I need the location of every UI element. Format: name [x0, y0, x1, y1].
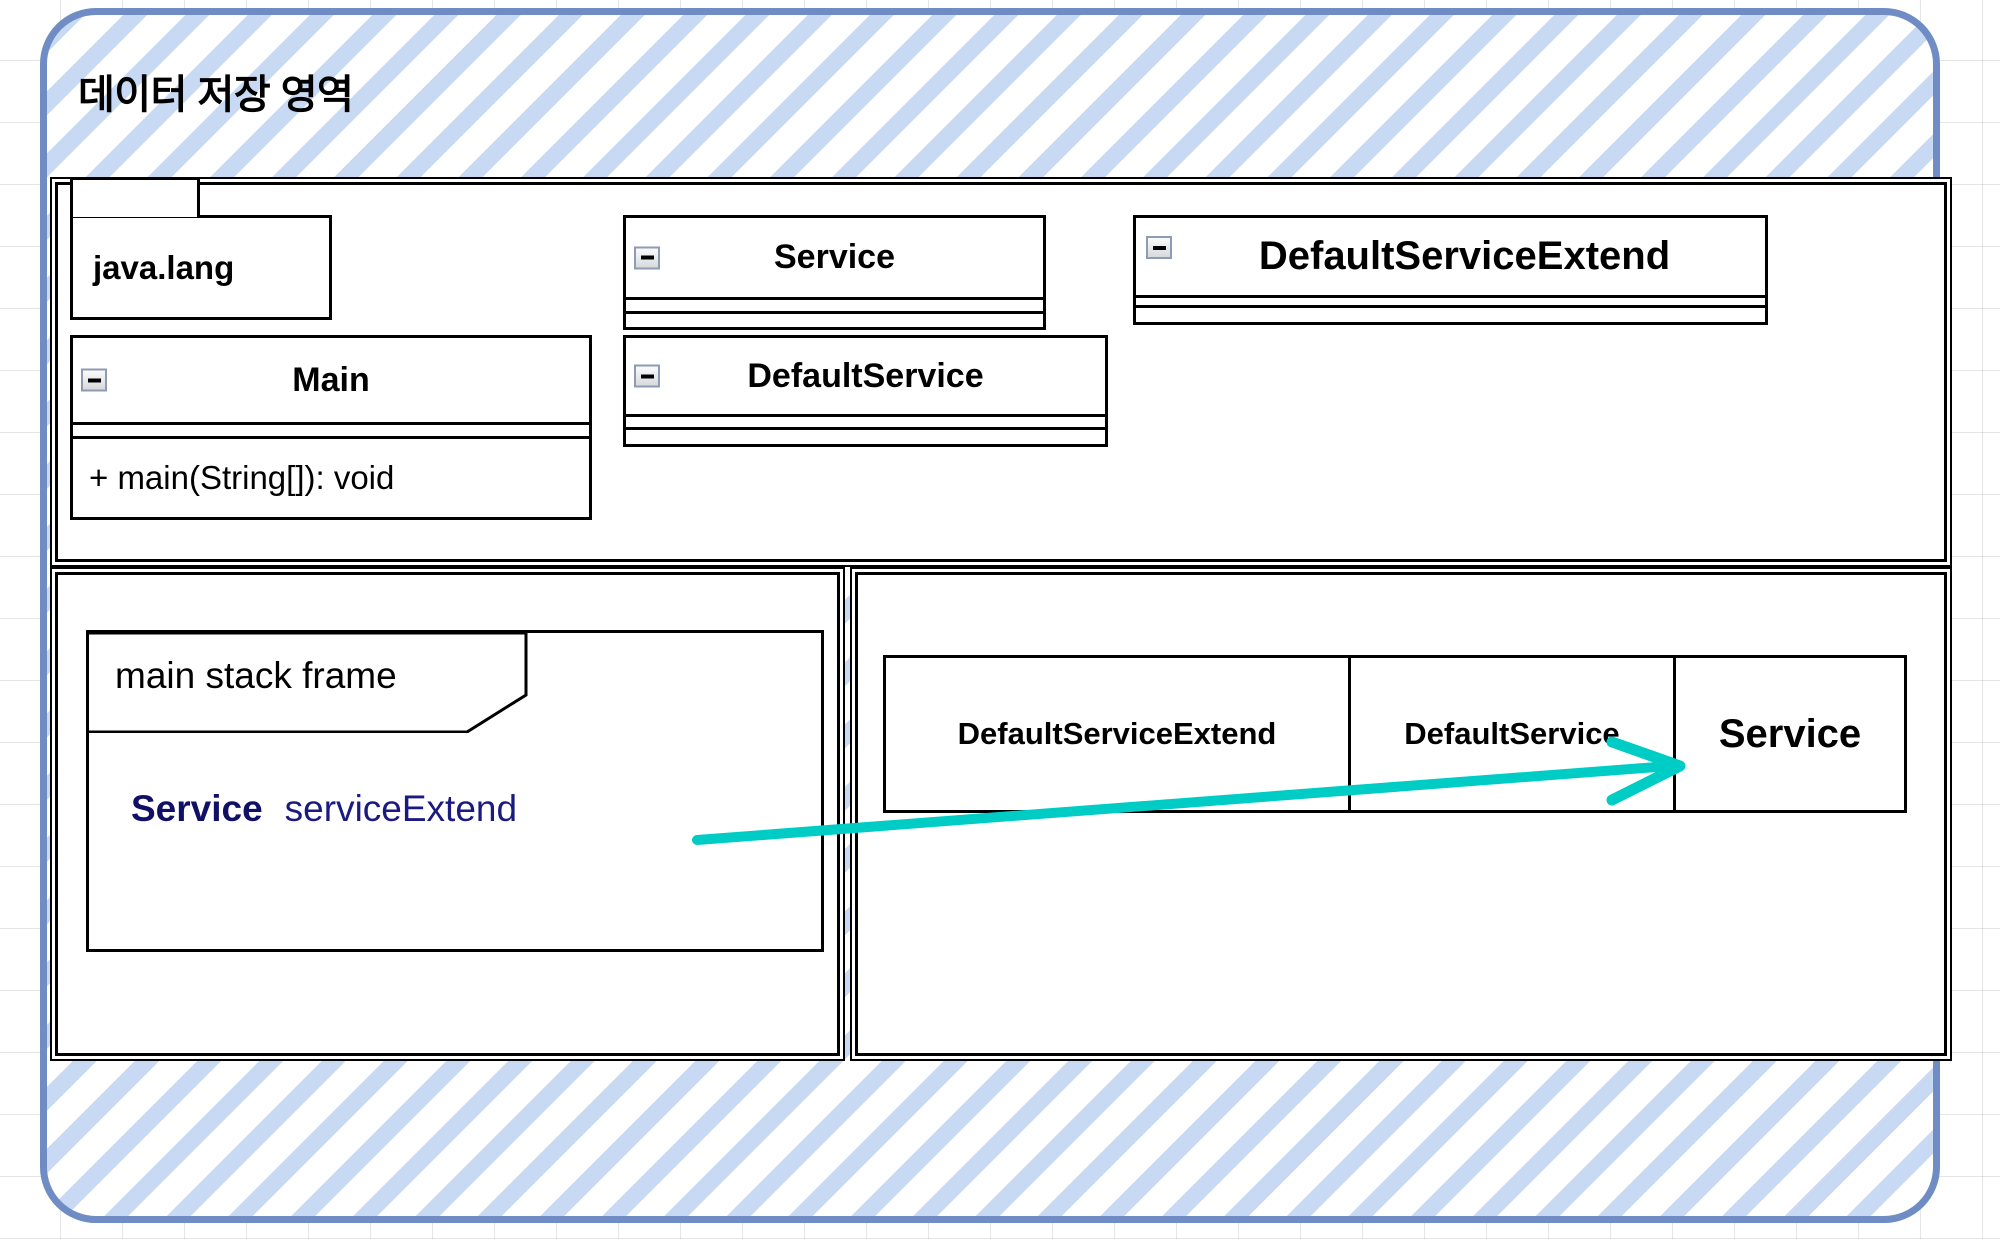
- class-box-main[interactable]: Main + main(String[]): void: [70, 335, 592, 520]
- class-header-default-service: DefaultService: [626, 338, 1105, 417]
- minus-icon[interactable]: [634, 246, 660, 269]
- class-operations-default-service: [626, 430, 1105, 443]
- minus-icon[interactable]: [81, 368, 107, 392]
- minus-icon[interactable]: [1146, 236, 1172, 259]
- class-operations-service: [626, 314, 1043, 327]
- class-operations-default-service-extend: [1136, 308, 1765, 319]
- class-operation-main-0: + main(String[]): void: [89, 459, 395, 496]
- class-box-default-service-extend[interactable]: DefaultServiceExtend: [1133, 215, 1768, 325]
- heap-cell-service: Service: [1676, 658, 1904, 810]
- variable-type-label: Service: [131, 788, 263, 829]
- minus-icon[interactable]: [634, 364, 660, 388]
- class-name-default-service: DefaultService: [747, 356, 984, 395]
- stack-area-panel: main stack frame Service serviceExtend: [55, 572, 840, 1056]
- region-title: 데이터 저장 영역: [78, 73, 354, 117]
- stack-frame-variable: Service serviceExtend: [131, 788, 517, 830]
- package-name-label: java.lang: [93, 248, 235, 286]
- class-name-main: Main: [292, 360, 370, 399]
- class-box-default-service[interactable]: DefaultService: [623, 335, 1108, 447]
- class-box-service[interactable]: Service: [623, 215, 1046, 330]
- stack-frame-label: main stack frame: [115, 655, 397, 696]
- variable-name-label: serviceExtend: [284, 788, 518, 829]
- class-header-service: Service: [626, 218, 1043, 300]
- class-attributes-service: [626, 300, 1043, 314]
- heap-area-panel: DefaultServiceExtend DefaultService Serv…: [855, 572, 1947, 1056]
- package-body: java.lang: [70, 215, 332, 320]
- stack-frame-box[interactable]: main stack frame Service serviceExtend: [86, 630, 824, 952]
- heap-object-table[interactable]: DefaultServiceExtend DefaultService Serv…: [883, 655, 1907, 813]
- class-operations-main: + main(String[]): void: [73, 439, 589, 517]
- class-name-default-service-extend: DefaultServiceExtend: [1258, 234, 1671, 278]
- class-header-main: Main: [73, 338, 589, 425]
- heap-cell-default-service: DefaultService: [1351, 658, 1676, 810]
- heap-cell-default-service-extend: DefaultServiceExtend: [886, 658, 1351, 810]
- method-area-panel: java.lang Main + main(String[]): void Se…: [55, 177, 1947, 562]
- class-name-service: Service: [774, 238, 895, 276]
- class-attributes-default-service-extend: [1136, 298, 1765, 308]
- class-attributes-default-service: [626, 417, 1105, 430]
- class-header-default-service-extend: DefaultServiceExtend: [1136, 218, 1765, 298]
- class-attributes-main: [73, 425, 589, 439]
- package-tab-icon: [70, 177, 200, 217]
